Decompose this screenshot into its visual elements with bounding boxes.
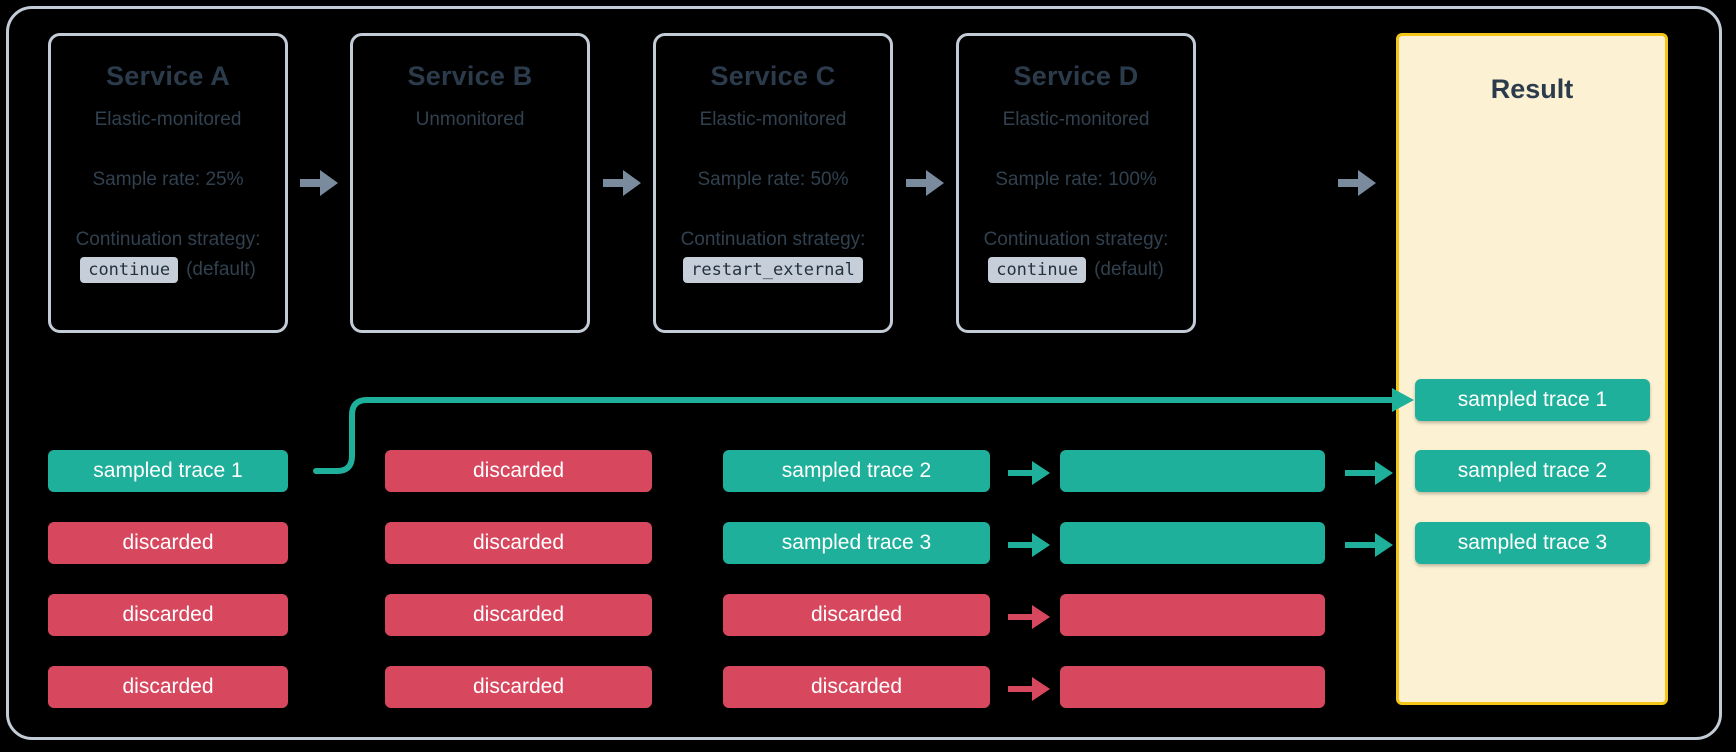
trace-label: sampled trace 2	[781, 459, 932, 482]
service-monitoring-status: Elastic-monitored	[94, 109, 242, 130]
trace-label: discarded	[122, 675, 214, 698]
continuation-default-note: (default)	[1094, 259, 1164, 280]
trace-box: discarded	[723, 666, 990, 708]
trace-arrow-discarded-icon	[1008, 604, 1050, 630]
service-continuation-row: restart_external	[656, 257, 890, 283]
trace-box: discarded	[385, 522, 652, 564]
result-panel: Result	[1396, 33, 1668, 705]
continuation-default-note: (default)	[186, 259, 256, 280]
result-trace-label: sampled trace 1	[1457, 388, 1608, 411]
service-continuation-label: Continuation strategy:	[983, 229, 1169, 250]
trace-arrow-discarded-icon	[1008, 676, 1050, 702]
trace-label: discarded	[472, 603, 565, 626]
trace-label: discarded	[472, 675, 565, 698]
trace-arrow-to-result-icon	[1345, 460, 1393, 486]
trace-box: discarded	[48, 522, 288, 564]
trace-box	[1060, 450, 1325, 492]
service-continuation-label: Continuation strategy:	[75, 229, 261, 250]
service-monitoring-status: Elastic-monitored	[1002, 109, 1150, 130]
trace-box: discarded	[723, 594, 990, 636]
service-monitoring-status: Unmonitored	[415, 109, 525, 130]
flow-arrow-c-to-d-icon	[906, 170, 944, 196]
trace-label: sampled trace 1	[93, 459, 243, 482]
service-title: Service C	[710, 61, 836, 91]
trace-box: discarded	[48, 594, 288, 636]
flow-arrow-b-to-c-icon	[603, 170, 641, 196]
trace-label: discarded	[472, 531, 565, 554]
continuation-strategy-badge: continue	[80, 257, 179, 283]
trace-box	[1060, 522, 1325, 564]
trace-label: discarded	[810, 675, 903, 698]
service-monitoring-status: Elastic-monitored	[699, 109, 847, 130]
service-sample-rate: Sample rate: 100%	[995, 169, 1157, 190]
trace-box: discarded	[385, 666, 652, 708]
result-trace-box: sampled trace 3	[1415, 522, 1650, 564]
trace-label: discarded	[122, 603, 214, 626]
trace-box: sampled trace 3	[723, 522, 990, 564]
trace-box: discarded	[385, 594, 652, 636]
service-card-d: Service D Elastic-monitored Sample rate:…	[956, 33, 1196, 333]
service-card-c: Service C Elastic-monitored Sample rate:…	[653, 33, 893, 333]
service-continuation-row: continue (default)	[959, 257, 1193, 283]
flow-arrow-d-to-result-icon	[1338, 170, 1376, 196]
trace-label: discarded	[472, 459, 565, 482]
trace-label: discarded	[810, 603, 903, 626]
trace-arrow-sampled-icon	[1008, 460, 1050, 486]
trace-label: discarded	[122, 531, 214, 554]
flow-arrow-a-to-b-icon	[300, 170, 338, 196]
service-continuation-label: Continuation strategy:	[680, 229, 866, 250]
trace-box: sampled trace 2	[723, 450, 990, 492]
trace-label: sampled trace 3	[781, 531, 932, 554]
service-title: Service A	[106, 61, 230, 91]
result-trace-box: sampled trace 1	[1415, 379, 1650, 421]
service-title: Service D	[1013, 61, 1139, 91]
trace-arrow-sampled-icon	[1008, 532, 1050, 558]
service-sample-rate: Sample rate: 25%	[92, 169, 244, 190]
result-title: Result	[1490, 74, 1574, 104]
trace-arrow-to-result-icon	[1345, 532, 1393, 558]
service-title: Service B	[407, 61, 533, 91]
trace-box: sampled trace 1	[48, 450, 288, 492]
service-card-b: Service B Unmonitored	[350, 33, 590, 333]
trace-box	[1060, 594, 1325, 636]
service-continuation-row: continue (default)	[51, 257, 285, 283]
result-trace-label: sampled trace 2	[1457, 459, 1608, 482]
trace-box	[1060, 666, 1325, 708]
trace-box: discarded	[48, 666, 288, 708]
service-sample-rate: Sample rate: 50%	[697, 169, 849, 190]
trace-box: discarded	[385, 450, 652, 492]
continuation-strategy-badge: continue	[988, 257, 1087, 283]
result-trace-label: sampled trace 3	[1457, 531, 1608, 554]
continuation-strategy-badge: restart_external	[683, 257, 863, 283]
service-card-a: Service A Elastic-monitored Sample rate:…	[48, 33, 288, 333]
result-trace-box: sampled trace 2	[1415, 450, 1650, 492]
